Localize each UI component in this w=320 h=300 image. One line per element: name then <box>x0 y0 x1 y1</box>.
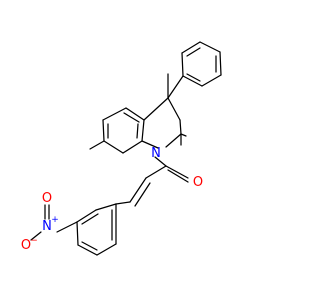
methyl-bond <box>180 133 187 137</box>
carbonyl-oxygen-label: O <box>193 175 203 190</box>
nitro-nitrogen-charge: + <box>51 215 59 225</box>
bond <box>102 119 105 142</box>
bond <box>182 75 203 87</box>
bond <box>165 165 189 179</box>
benzo-ring <box>102 107 145 154</box>
nitro-nitrogen-label: N <box>42 219 52 234</box>
bond <box>125 107 145 121</box>
molecule-structure: N O N + O O − <box>21 41 222 256</box>
double-bond-inner <box>81 241 98 251</box>
double-bond-inner <box>123 112 140 123</box>
methyl-bond <box>89 140 105 150</box>
bond <box>201 74 222 87</box>
bond <box>145 165 167 179</box>
bond <box>165 133 182 148</box>
bond <box>76 209 97 223</box>
bond <box>96 243 117 256</box>
double-bond-inner <box>186 73 201 82</box>
bond <box>181 41 201 54</box>
bond <box>141 140 159 149</box>
nitro-oxygen-top-label: O <box>42 191 52 206</box>
bond <box>103 140 124 154</box>
bond <box>167 75 184 99</box>
double-bond <box>167 169 189 183</box>
bond <box>141 119 145 142</box>
bond <box>102 107 127 121</box>
bond <box>115 201 131 205</box>
bond <box>56 221 78 233</box>
double-bond <box>134 182 151 207</box>
bond <box>76 221 79 246</box>
double-bond-inner <box>136 123 139 139</box>
bond <box>167 97 181 121</box>
bond <box>95 203 117 211</box>
bond <box>199 41 221 53</box>
bond <box>219 51 222 76</box>
bond <box>181 52 184 77</box>
bond <box>143 97 169 121</box>
phenyl-ring <box>181 41 222 87</box>
bond <box>77 244 98 256</box>
double-bond-inner <box>81 213 99 225</box>
double-bond-inner <box>186 47 201 57</box>
nitro-oxygen-charge: − <box>30 236 38 246</box>
bond <box>129 177 147 203</box>
bond <box>30 231 42 241</box>
bond <box>179 119 182 135</box>
ring-nitrogen-label: N <box>151 146 161 161</box>
bond <box>122 140 143 154</box>
nitro-oxygen-left-label: O <box>21 238 31 253</box>
molecule-canvas: N O N + O O − <box>21 41 222 256</box>
nitrophenyl-ring <box>76 201 131 256</box>
bond <box>154 156 167 167</box>
